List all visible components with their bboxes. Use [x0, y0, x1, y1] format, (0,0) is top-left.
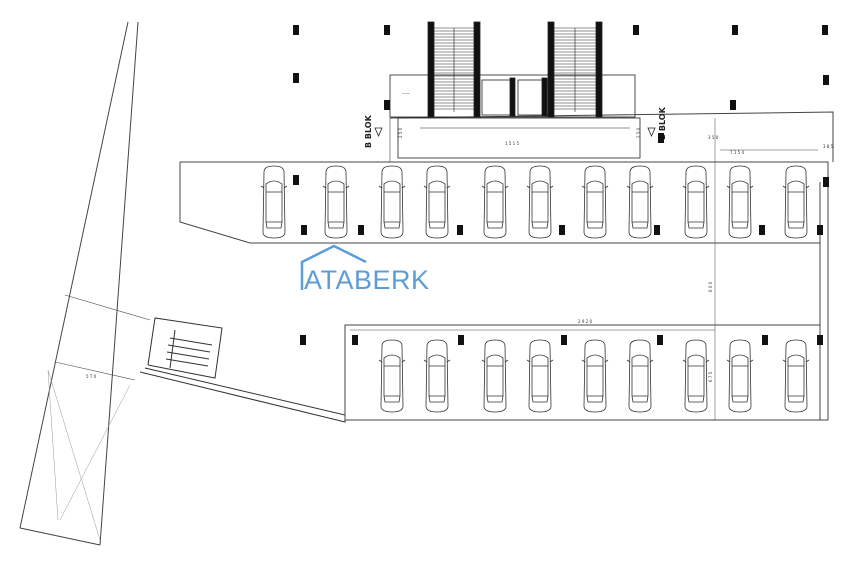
stair-treads: [434, 27, 596, 112]
column: [458, 335, 464, 345]
top-right-dim-c: 3 8 5: [823, 144, 834, 149]
car-icon: [322, 165, 350, 239]
entry-arrow-left-icon: [374, 127, 383, 137]
column: [384, 25, 390, 35]
column: [823, 177, 829, 187]
block-label-left: B BLOK: [364, 114, 373, 148]
column: [384, 100, 390, 110]
block-label-right: B BLOK: [658, 106, 667, 140]
column: [762, 335, 768, 345]
column: [358, 225, 364, 235]
stair-core: [389, 21, 641, 159]
car-icon: [378, 339, 406, 413]
car-icon: [581, 339, 609, 413]
lower-span-dim: 2 9 2 0: [578, 319, 592, 324]
left-offset-dim-a: 2 5 0: [398, 127, 403, 138]
column: [817, 225, 823, 235]
column: [293, 25, 299, 35]
logo-text: ATABERK: [304, 265, 430, 295]
structural-columns: [293, 25, 829, 345]
car-icon: [581, 165, 609, 239]
left-offset-dim-b: 2 5 0: [636, 127, 641, 138]
column: [561, 335, 567, 345]
column: [730, 100, 736, 110]
ataberk-logo: ATABERK: [300, 244, 430, 295]
entry-arrow-right-icon: [647, 127, 656, 137]
parking-row-bottom: [378, 339, 810, 413]
ramp-dimension: 5 7 0: [86, 374, 97, 379]
column: [759, 225, 765, 235]
column: [293, 175, 299, 185]
top-right-dim-b: 7 1 5 4: [730, 150, 744, 155]
lower-vertical-dim: 6 7 5: [708, 371, 713, 382]
stair-span-dim: 1 5 1 5: [505, 141, 519, 146]
center-vertical-dim: 6 0 0: [708, 281, 713, 292]
parking-row-top: [260, 165, 810, 239]
car-icon: [782, 165, 810, 239]
column: [654, 225, 660, 235]
column: [300, 335, 306, 345]
car-icon: [378, 165, 406, 239]
car-icon: [726, 165, 754, 239]
car-icon: [682, 339, 710, 413]
car-icon: [423, 339, 451, 413]
column: [293, 73, 299, 83]
column: [657, 335, 663, 345]
car-icon: [626, 339, 654, 413]
car-icon: [423, 165, 451, 239]
car-icon: [626, 165, 654, 239]
column: [633, 25, 639, 35]
top-right-dim-a: 3 5 0: [708, 135, 719, 140]
column: [817, 335, 823, 345]
ramp: [19, 21, 151, 546]
column: [301, 225, 307, 235]
column: [732, 25, 738, 35]
lower-stair: [139, 317, 346, 423]
column: [823, 75, 829, 85]
car-icon: [526, 165, 554, 239]
column: [822, 25, 828, 35]
column: [457, 225, 463, 235]
core-note: ——: [402, 91, 410, 96]
car-icon: [782, 339, 810, 413]
car-icon: [260, 165, 288, 239]
column: [352, 335, 358, 345]
car-icon: [481, 165, 509, 239]
car-icon: [481, 339, 509, 413]
car-icon: [526, 339, 554, 413]
column: [658, 133, 664, 143]
column: [559, 225, 565, 235]
car-icon: [726, 339, 754, 413]
car-icon: [682, 165, 710, 239]
building-walls: [179, 111, 834, 421]
